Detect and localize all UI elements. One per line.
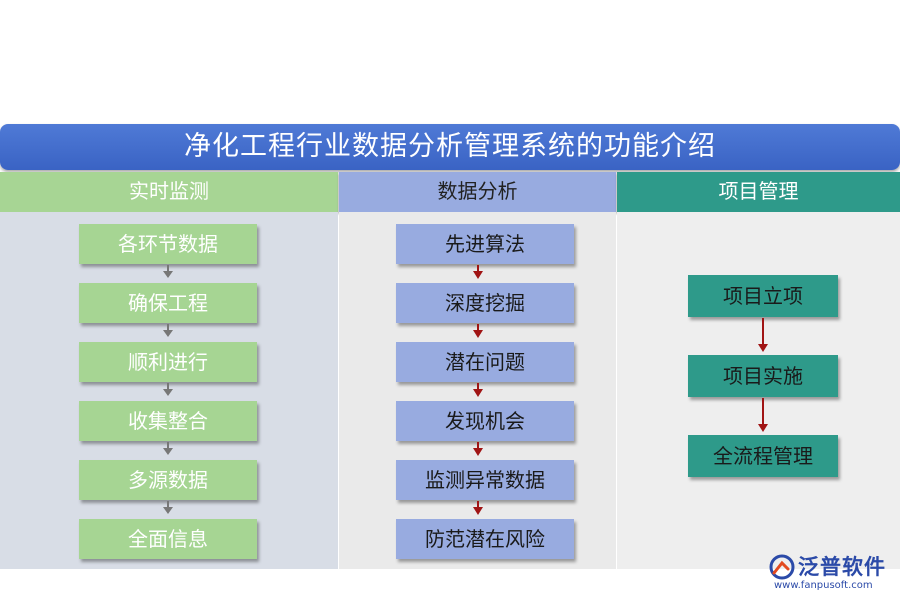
fanpu-logo-icon bbox=[769, 554, 795, 580]
flow-node-project-1: 项目立项 bbox=[688, 275, 838, 317]
flow-node-project-2: 项目实施 bbox=[688, 355, 838, 397]
flow-node-analysis-6: 防范潜在风险 bbox=[396, 519, 574, 559]
diagram-title: 净化工程行业数据分析管理系统的功能介绍 bbox=[0, 124, 900, 170]
flow-node-monitoring-2: 确保工程 bbox=[79, 283, 257, 323]
flow-node-analysis-2: 深度挖掘 bbox=[396, 283, 574, 323]
column-header-data-analysis: 数据分析 bbox=[339, 172, 616, 212]
flow-node-monitoring-3: 顺利进行 bbox=[79, 342, 257, 382]
brand-url: www.fanpusoft.com bbox=[774, 580, 873, 591]
column-header-realtime-monitoring: 实时监测 bbox=[0, 172, 338, 212]
flow-node-project-3: 全流程管理 bbox=[688, 435, 838, 477]
flow-node-monitoring-1: 各环节数据 bbox=[79, 224, 257, 264]
flow-node-analysis-4: 发现机会 bbox=[396, 401, 574, 441]
column-header-project-management: 项目管理 bbox=[617, 172, 900, 212]
flow-node-monitoring-4: 收集整合 bbox=[79, 401, 257, 441]
flow-node-analysis-3: 潜在问题 bbox=[396, 342, 574, 382]
flow-node-analysis-1: 先进算法 bbox=[396, 224, 574, 264]
flow-node-analysis-5: 监测异常数据 bbox=[396, 460, 574, 500]
brand-name: 泛普软件 bbox=[798, 555, 886, 579]
flow-node-monitoring-5: 多源数据 bbox=[79, 460, 257, 500]
flow-node-monitoring-6: 全面信息 bbox=[79, 519, 257, 559]
brand-logo: 泛普软件 www.fanpusoft.com bbox=[760, 550, 900, 600]
